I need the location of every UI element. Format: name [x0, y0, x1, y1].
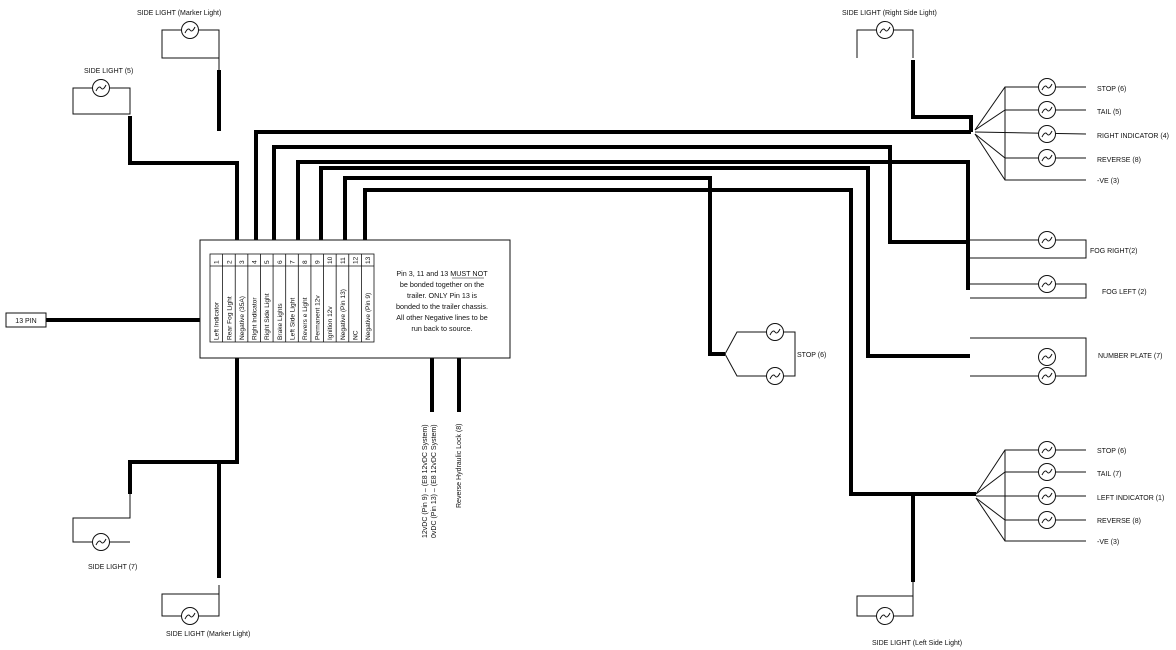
pin-number: 7 [289, 260, 296, 264]
fog-right-label: FOG RIGHT(2) [1090, 248, 1137, 255]
number-plate-lamp-bottom-icon [1038, 367, 1056, 385]
pin-name: Rear Fog Light [226, 296, 233, 340]
fog-right-lamp-icon [1038, 231, 1056, 249]
side-light-marker-bottom-label: SIDE LIGHT (Marker Light) [166, 631, 250, 638]
left-indicator-lamp-icon [1038, 487, 1056, 505]
pin-number: 2 [226, 260, 233, 264]
number-plate-lamp-top-icon [1038, 348, 1056, 366]
right-cluster-negative-label: -VE (3) [1097, 178, 1119, 185]
note-line-1: Pin 3, 11 and 13 MUST NOT [396, 269, 488, 278]
right-cluster-indicator-label: RIGHT INDICATOR (4) [1097, 133, 1169, 140]
left-cluster-stop-label: STOP (6) [1097, 448, 1126, 455]
side-light-left-label: SIDE LIGHT (Left Side Light) [872, 640, 962, 647]
stop-6-right-lamp-icon [1038, 78, 1056, 96]
pin-number: 5 [264, 260, 271, 264]
side-light-7-lamp-icon [92, 533, 110, 551]
note-line-4: bonded to the trailer chassis. [396, 302, 488, 311]
note-line-5: All other Negative lines to be [396, 313, 488, 322]
pin-number: 13 [365, 256, 372, 264]
side-light-7-label: SIDE LIGHT (7) [88, 564, 137, 571]
tail-5-lamp-icon [1038, 101, 1056, 119]
note-line-3: trailer. ONLY Pin 13 is [407, 291, 477, 300]
side-light-5-lamp-icon [92, 79, 110, 97]
pin-number: 12 [352, 256, 359, 264]
left-cluster-reverse-label: REVERSE (8) [1097, 518, 1141, 525]
aux-label-12v: 12vDC (Pin 9) – (E8 12vDC System) [422, 424, 429, 538]
pin-name: Brake Lights [277, 303, 284, 340]
reverse-left-lamp-icon [1038, 511, 1056, 529]
reverse-right-lamp-icon [1038, 149, 1056, 167]
right-cluster-stop-label: STOP (6) [1097, 86, 1126, 93]
right-indicator-lamp-icon [1038, 125, 1056, 143]
fog-left-label: FOG LEFT (2) [1102, 289, 1147, 296]
thin-wires [72, 29, 1087, 617]
pin-name: NC [352, 330, 359, 340]
side-light-marker-bottom-lamp-icon [181, 607, 199, 625]
pin-name: Negative (Pin 13) [340, 289, 347, 340]
pin-name: Permanent 12v [315, 295, 322, 340]
side-light-left-lamp-icon [876, 607, 894, 625]
side-light-right-label: SIDE LIGHT (Right Side Light) [842, 10, 937, 17]
right-cluster-tail-label: TAIL (5) [1097, 109, 1122, 116]
side-light-marker-top-label: SIDE LIGHT (Marker Light) [137, 10, 221, 17]
pin-name: Ignition 12v [327, 306, 334, 340]
fog-left-lamp-icon [1038, 275, 1056, 293]
left-cluster-indicator-label: LEFT INDICATOR (1) [1097, 495, 1164, 502]
aux-label-reverse-lock: Reverse Hydraulic Lock (8) [456, 424, 463, 508]
number-plate-label: NUMBER PLATE (7) [1098, 353, 1162, 360]
pin-name: Right Indicator [252, 297, 259, 340]
pin-number: 4 [252, 260, 259, 264]
pin-number: 11 [340, 257, 347, 264]
pin-name: Negative (Pin 9) [365, 293, 372, 340]
tail-7-lamp-icon [1038, 463, 1056, 481]
pin-number: 8 [302, 260, 309, 264]
pin-number: 9 [315, 260, 322, 264]
pin-number: 10 [327, 256, 334, 264]
pin-name: Revers e Light [302, 297, 309, 340]
stop-6-left-lamp-icon [1038, 441, 1056, 459]
note-line-6: run back to source. [411, 324, 472, 333]
pin-name: Right Side Light [264, 293, 271, 340]
aux-label-0v: 0vDC (Pin 13) – (E8 12vDC System) [431, 424, 438, 538]
stop-center-lamp-top-icon [766, 323, 784, 341]
side-light-marker-top-lamp-icon [181, 21, 199, 39]
pin-number: 3 [239, 260, 246, 264]
side-light-right-lamp-icon [876, 21, 894, 39]
note-line-2: be bonded together on the [400, 280, 484, 289]
left-cluster-negative-label: -VE (3) [1097, 539, 1119, 546]
pin-number: 1 [214, 260, 221, 264]
13-pin-label: 13 PIN [5, 312, 47, 328]
left-cluster-tail-label: TAIL (7) [1097, 471, 1122, 478]
pin-name: Negative (35A) [239, 296, 246, 340]
thick-wires [46, 60, 976, 582]
svg-text:13 PIN: 13 PIN [15, 318, 36, 325]
stop-center-lamp-bottom-icon [766, 367, 784, 385]
right-cluster-reverse-label: REVERSE (8) [1097, 157, 1141, 164]
pin-name: Left Indicator [214, 301, 221, 340]
connector-note: Pin 3, 11 and 13 MUST NOT be bonded toge… [396, 269, 488, 333]
side-light-5-label: SIDE LIGHT (5) [84, 68, 133, 75]
pin-number: 6 [277, 260, 284, 264]
stop-center-label: STOP (6) [797, 352, 826, 359]
pin-name: Left Side Light [289, 298, 296, 340]
